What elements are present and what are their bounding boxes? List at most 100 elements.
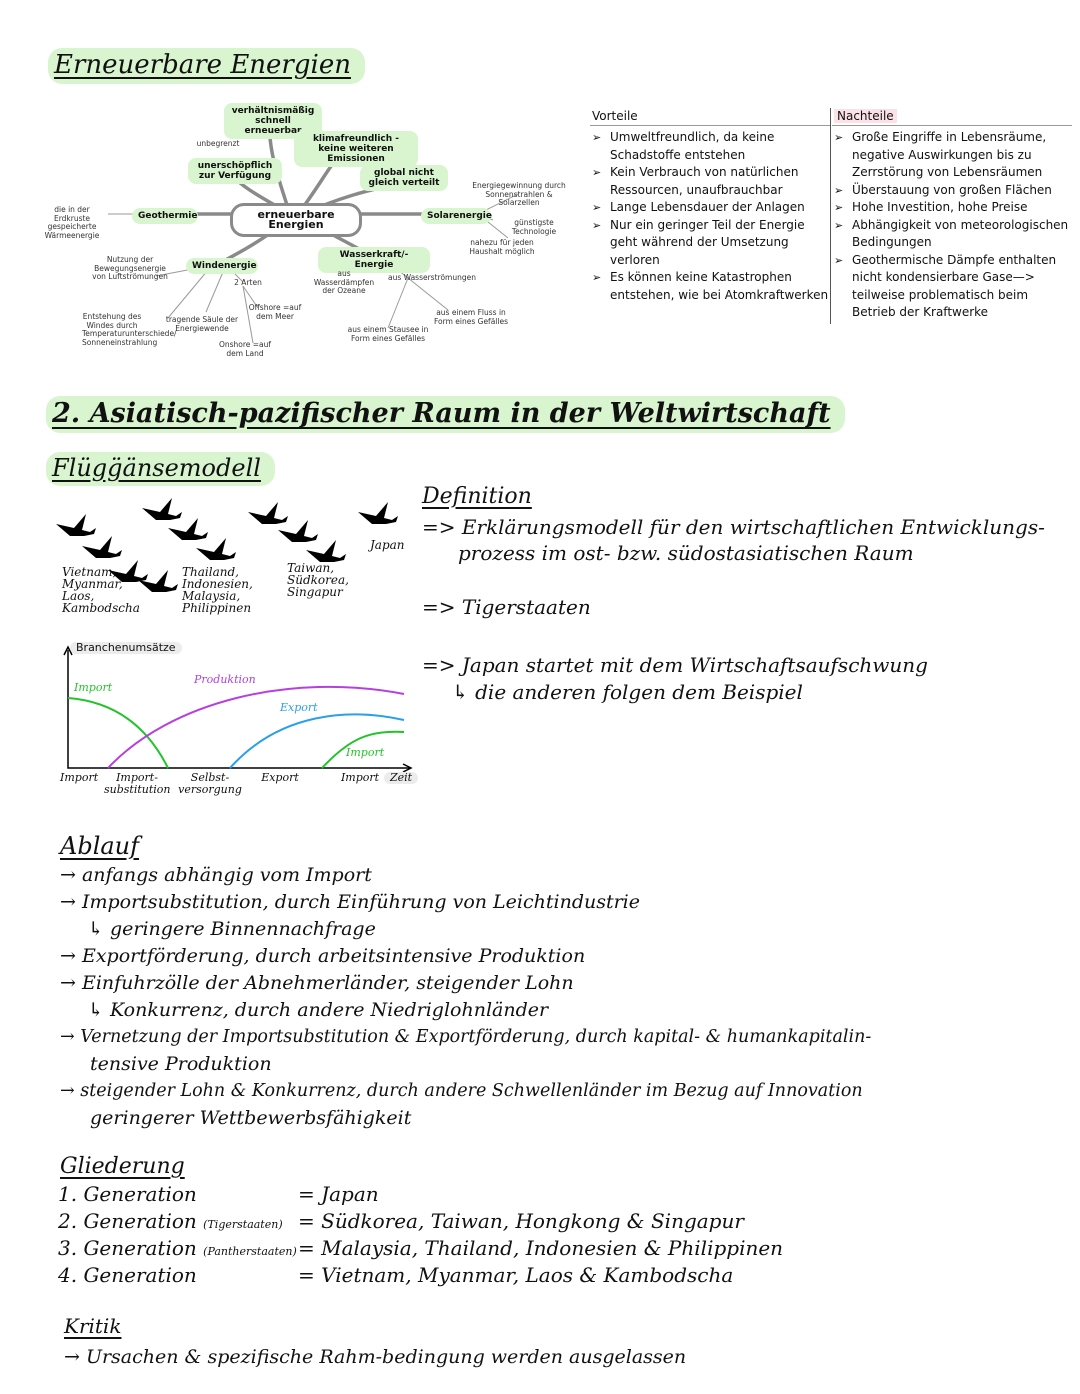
mm-node-global: global nicht gleich verteilt [360, 165, 448, 191]
mm-note-wasserdaempfe: aus Wasserdämpfen der Ozeane [313, 269, 375, 295]
table-divider [830, 108, 831, 324]
vorteil-item: Kein Verbrauch von natürlichen Ressource… [590, 164, 830, 199]
chart-y-arrow [63, 645, 73, 656]
goose-icon [138, 570, 178, 592]
nachteil-item: Überstauung von großen Flächen [832, 182, 1072, 200]
ablauf-heading: Ablauf [60, 832, 140, 860]
nachteil-item: Hohe Investition, hohe Preise [832, 199, 1072, 217]
generation-countries: = Vietnam, Myanmar, Laos & Kambodscha [298, 1263, 734, 1287]
definition-line: => Erklärungsmodell für den wirtschaftli… [422, 515, 1045, 539]
goose-icon [248, 502, 288, 524]
vorteil-item: Nur ein geringer Teil der Energie geht w… [590, 217, 830, 270]
generation-name-wrap: 1. Generation [58, 1182, 298, 1206]
series-import-1-line [67, 697, 169, 769]
generation-countries: = Südkorea, Taiwan, Hongkong & Singapur [298, 1209, 744, 1233]
mm-note-stroemungen: aus Wasserströmungen [388, 273, 476, 282]
mm-note-stausee: aus einem Stausee in Form eines Gefälles [347, 325, 429, 343]
generation-note: (Pantherstaaten) [203, 1245, 297, 1258]
geese-group-4th-gen: Vietnam, Myanmar, Laos, Kambodscha [62, 565, 140, 615]
nachteil-item: Abhängigkeit von meteorologischen Beding… [832, 217, 1072, 252]
table-nachteile: Nachteile Große Eingriffe in Lebensräume… [832, 108, 1072, 322]
goose-icon [196, 538, 236, 560]
mm-node-solar: Solarenergie [421, 208, 492, 224]
gliederung-heading: Gliederung [60, 1154, 185, 1179]
chart-x-tick: Selbst-versorgung [178, 771, 242, 796]
generation-row: 1. Generation = Japan [58, 1182, 379, 1206]
generation-name: 3. Generation [58, 1236, 197, 1260]
generation-name-wrap: 3. Generation (Pantherstaaten) [58, 1236, 298, 1260]
mm-node-wind: Windenergie [186, 258, 258, 274]
mm-note-haushalt: nahezu für jeden Haushalt möglich [469, 238, 535, 256]
chart-series-label: Import [74, 681, 113, 694]
series-import-2-line [321, 730, 405, 769]
renewables-mindmap: verhältnismäßig schnell erneuerbar unbeg… [38, 98, 578, 363]
chart-x-tick: Import [340, 771, 380, 784]
definition-line: => Japan startet mit dem Wirtschaftsaufs… [422, 653, 928, 677]
mm-note-sonnenstrahlen: Energiegewinnung durch Sonnenstrahlen & … [472, 181, 566, 207]
chart-series-label: Export [280, 701, 318, 714]
chart-x-tick: Import-substitution [104, 771, 171, 796]
table-vorteile: Vorteile Umweltfreundlich, da keine Scha… [590, 108, 830, 304]
flying-geese-chart: Branchenumsätze Import Produktion Export… [60, 642, 420, 802]
ablauf-line: geringerer Wettbewerbsfähigkeit [90, 1107, 412, 1129]
mm-note-bewegung: Nutzung der Bewegungsenergie von Luftstr… [92, 255, 168, 281]
section-title-renewables: Erneuerbare Energien [48, 48, 365, 84]
chart-x-label: Zeit [384, 772, 419, 784]
kritik-line: → Ursachen & spezifische Rahm-bedingung … [64, 1346, 687, 1368]
generation-name: 1. Generation [58, 1182, 197, 1206]
vorteil-item: Es können keine Katastrophen entstehen, … [590, 269, 830, 304]
mm-node-unerschoepflich: unerschöpflich zur Verfügung [188, 158, 282, 184]
mm-node-wasser: Wasserkraft/-Energie [318, 247, 430, 273]
definition-line: ↳ die anderen folgen dem Beispiel [452, 680, 803, 704]
goose-icon [56, 514, 96, 536]
goose-icon [278, 520, 318, 542]
chart-series-label: Import [346, 746, 385, 759]
mm-note-erdkruste: die in der Erdkruste gespeicherte Wärmee… [44, 205, 100, 240]
chart-svg [63, 645, 413, 773]
nachteile-header: Nachteile [834, 109, 897, 123]
generation-name: 2. Generation [58, 1209, 197, 1233]
ablauf-line: → anfangs abhängig vom Import [60, 864, 372, 886]
generation-note: (Tigerstaaten) [203, 1218, 283, 1231]
mm-note-saeule: tragende Säule der Energiewende [165, 315, 239, 333]
vorteil-item: Umweltfreundlich, da keine Schadstoffe e… [590, 129, 830, 164]
definition-line: prozess im ost- bzw. südostasiatischen R… [458, 541, 914, 565]
chart-y-label: Branchenumsätze [70, 642, 182, 654]
nachteil-item: Geothermische Dämpfe enthalten nicht kon… [832, 252, 1072, 322]
chart-x-arrow [402, 763, 413, 773]
ablauf-line: → Importsubstitution, durch Einführung v… [60, 891, 641, 913]
goose-icon [82, 536, 122, 558]
model-title: Flügg̈änsemodell [46, 452, 275, 486]
definition-line: => Tigerstaaten [422, 595, 591, 619]
mm-node-center: erneuerbare Energien [230, 203, 362, 237]
generation-row: 2. Generation (Tigerstaaten)= Südkorea, … [58, 1209, 744, 1233]
ablauf-line: tensive Produktion [90, 1053, 272, 1075]
generation-countries: = Japan [298, 1182, 379, 1206]
geese-illustration [56, 498, 398, 562]
ablauf-line: → Einfuhrzölle der Abnehmerländer, steig… [60, 972, 574, 994]
vorteil-item: Lange Lebensdauer der Anlagen [590, 199, 830, 217]
mm-note-onshore: Onshore =auf dem Land [218, 340, 272, 358]
chart-axes [67, 650, 410, 769]
series-produktion-line [107, 685, 405, 769]
generation-name-wrap: 4. Generation [58, 1263, 298, 1287]
nachteile-header-row: Nachteile [832, 108, 1072, 126]
ablauf-line: → Vernetzung der Importsubstitution & Ex… [60, 1027, 872, 1047]
series-export-line [229, 713, 405, 769]
goose-icon [358, 502, 398, 524]
ablauf-line: ↳ Konkurrenz, durch andere Niedriglohnlä… [88, 999, 549, 1021]
chart-x-tick: Import [60, 771, 99, 784]
mm-note-arten: 2 Arten [234, 278, 262, 287]
geese-group-japan: Japan [370, 538, 405, 552]
mm-note-entstehung: Entstehung des Windes durch Temperaturun… [82, 312, 177, 347]
generation-name-wrap: 2. Generation (Tigerstaaten) [58, 1209, 298, 1233]
ablauf-line: → steigender Lohn & Konkurrenz, durch an… [60, 1081, 863, 1101]
vorteile-header: Vorteile [590, 108, 830, 126]
goose-icon [306, 540, 346, 562]
ablauf-line: ↳ geringere Binnennachfrage [88, 918, 376, 940]
generation-countries: = Malaysia, Thailand, Indonesien & Phili… [298, 1236, 784, 1260]
ablauf-line: → Exportförderung, durch arbeitsintensiv… [60, 945, 586, 967]
goose-icon [168, 518, 208, 540]
generation-row: 3. Generation (Pantherstaaten)= Malaysia… [58, 1236, 783, 1260]
chart-series-label: Produktion [194, 673, 256, 686]
